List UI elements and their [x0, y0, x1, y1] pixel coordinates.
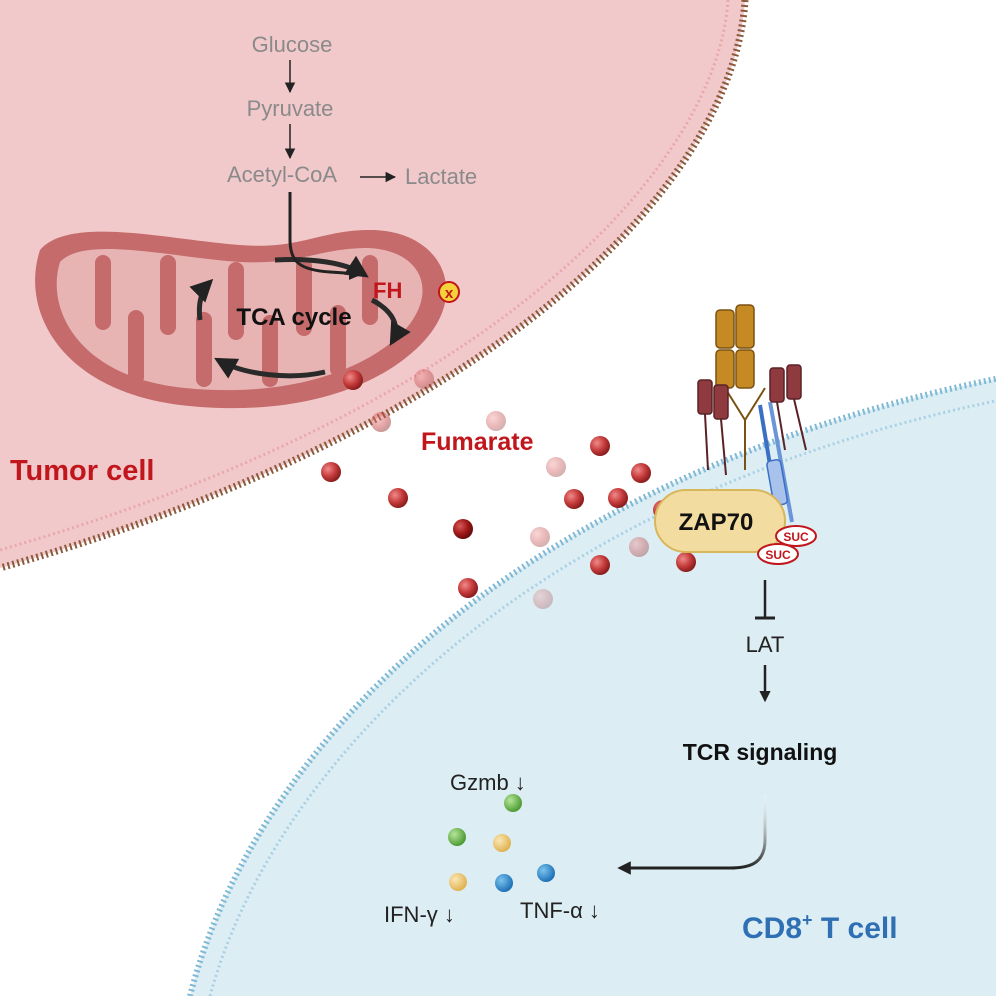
fumarate-dot [564, 489, 584, 509]
gzmb-dot [448, 828, 466, 846]
tnfa-dot [537, 864, 555, 882]
suc-label-1: SUC [783, 530, 809, 544]
gzmb-dot [504, 794, 522, 812]
fumarate-dot [486, 411, 506, 431]
fumarate-dot [590, 555, 610, 575]
zap70-protein: ZAP70 SUC SUC [654, 489, 817, 565]
tcell-label-main: CD8 [742, 912, 802, 945]
fumarate-dot [458, 578, 478, 598]
fumarate-dot [676, 552, 696, 572]
fumarate-dot [530, 527, 550, 547]
fh-enzyme: FH x [373, 278, 460, 303]
fumarate-dot [453, 519, 473, 539]
suc-label-2: SUC [765, 548, 791, 562]
cytokine-particles [448, 794, 555, 892]
gzmb-label: Gzmb ↓ [450, 770, 526, 795]
tcr-signaling-label: TCR signaling [683, 739, 838, 765]
fumarate-particles [321, 369, 696, 609]
acetyl-coa-label: Acetyl-CoA [227, 162, 337, 187]
ifng-dot [493, 834, 511, 852]
fumarate-dot [343, 370, 363, 390]
fumarate-dot [414, 369, 434, 389]
ifng-label: IFN-γ ↓ [384, 902, 455, 927]
fumarate-dot [608, 488, 628, 508]
fumarate-dot [546, 457, 566, 477]
fh-label: FH [373, 278, 402, 303]
fumarate-label: Fumarate [421, 428, 534, 456]
zap70-label: ZAP70 [679, 509, 754, 536]
tumor-cell-label: Tumor cell [10, 455, 155, 487]
glycolysis-pathway: Glucose Pyruvate Acetyl-CoA Lactate [227, 32, 477, 281]
tnfa-dot [495, 874, 513, 892]
inhibit-mark: x [445, 285, 454, 302]
fumarate-dot [388, 488, 408, 508]
ifng-dot [449, 873, 467, 891]
tca-cycle-label: TCA cycle [236, 304, 351, 331]
fumarate-dot [590, 436, 610, 456]
lactate-label: Lactate [405, 164, 477, 189]
tcell-label-rest: T cell [813, 912, 898, 945]
acetyl-coa-to-fh-arrow [288, 192, 363, 281]
fumarate-dot [533, 589, 553, 609]
fumarate-dot [371, 412, 391, 432]
fumarate-dot [629, 537, 649, 557]
suc-badge [775, 525, 817, 547]
mitochondrion [35, 230, 447, 409]
inhibition-arrow [755, 580, 775, 620]
tcr-complex [697, 304, 807, 526]
tcell-label-sup: + [802, 910, 813, 930]
glucose-label: Glucose [252, 32, 333, 57]
tcell-label: CD8+ T cell [742, 910, 898, 945]
inhibit-icon [438, 281, 460, 303]
fumarate-dot [631, 463, 651, 483]
tnfa-label: TNF-α ↓ [520, 898, 600, 923]
pyruvate-label: Pyruvate [247, 96, 334, 121]
fumarate-dot [321, 462, 341, 482]
suc-badge [757, 543, 799, 565]
lat-label: LAT [746, 632, 785, 657]
